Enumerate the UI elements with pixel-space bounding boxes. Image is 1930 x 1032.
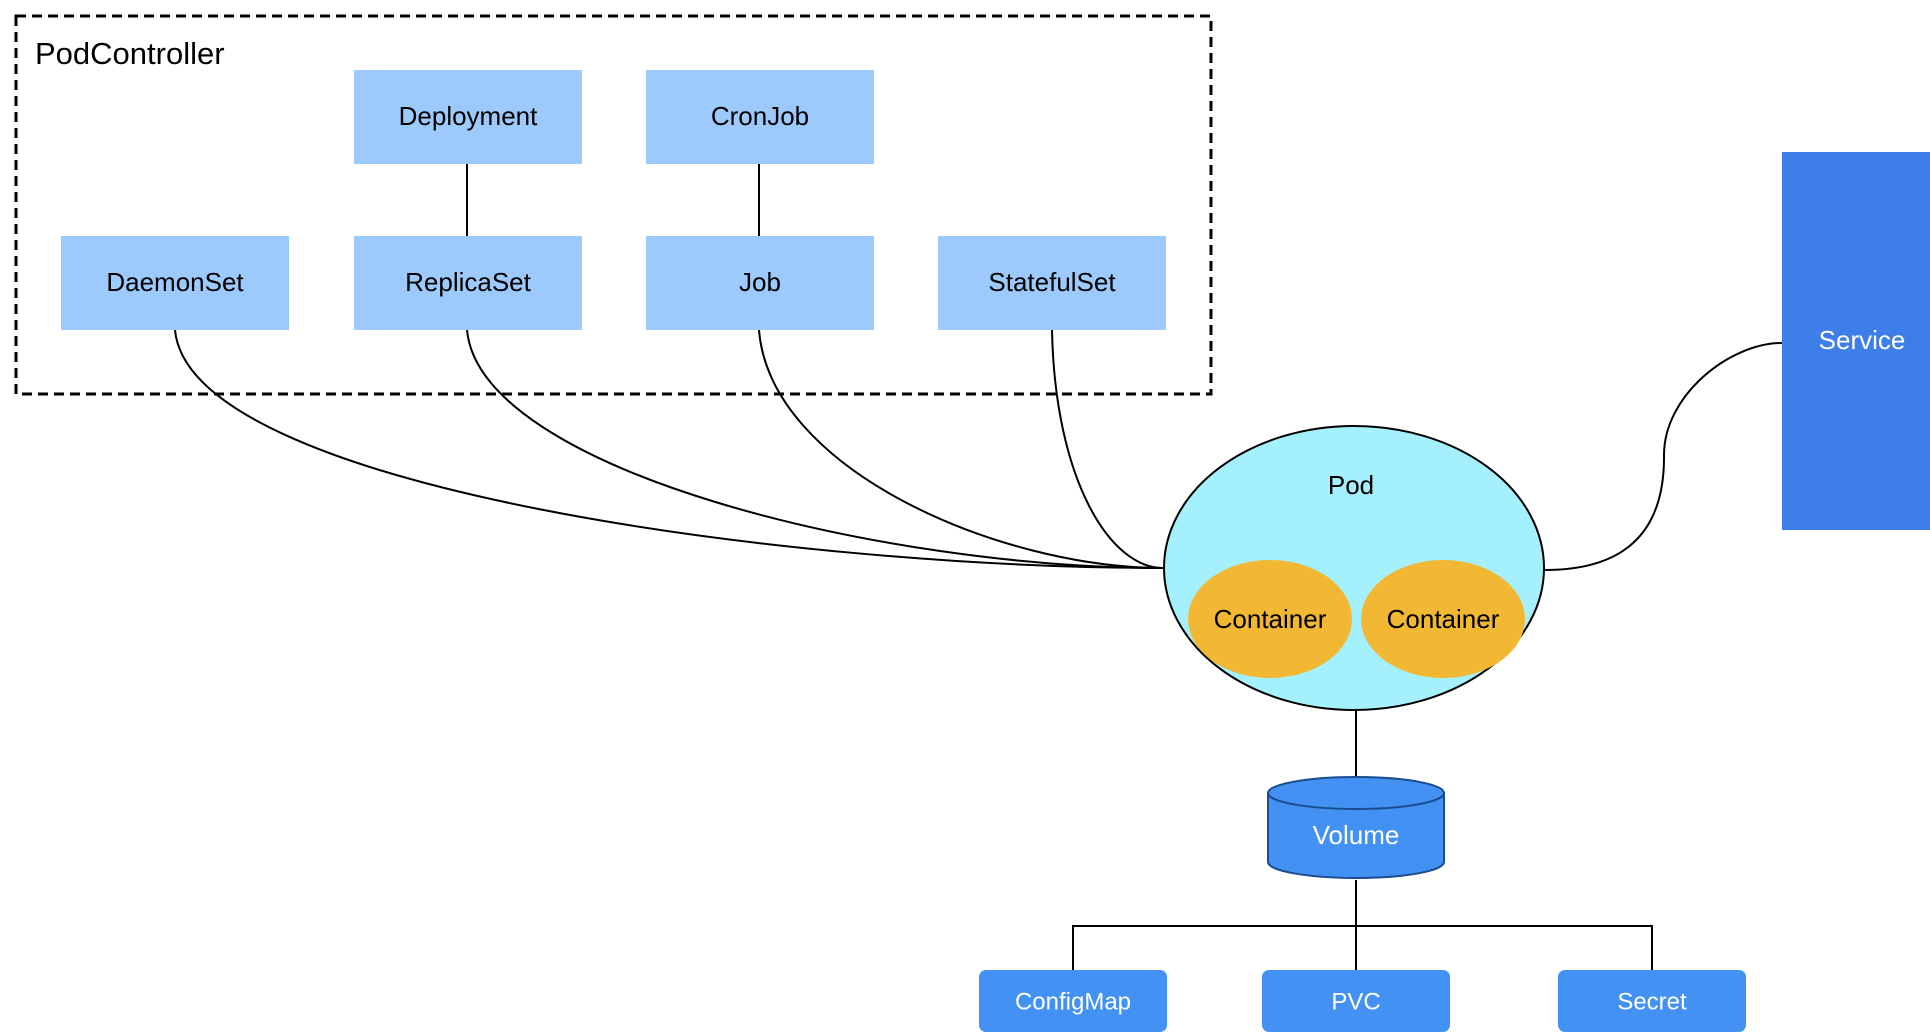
pod-service-connector [1544,342,1783,571]
replicaset-label: ReplicaSet [405,267,532,297]
volume-node[interactable]: Volume [1267,776,1445,879]
volume-cylinder-body [1267,792,1445,879]
statefulset-node[interactable]: StatefulSet [938,236,1166,330]
configmap-node[interactable]: ConfigMap [979,970,1167,1032]
cronjob-label: CronJob [711,101,809,131]
container-label-1: Container [1214,604,1327,634]
volume-cylinder-top [1267,776,1445,810]
cronjob-node[interactable]: CronJob [646,70,874,164]
job-node[interactable]: Job [646,236,874,330]
statefulset-pod-connector [1051,329,1164,569]
replicaset-pod-connector [466,329,1164,569]
deployment-node[interactable]: Deployment [354,70,582,164]
daemonset-pod-connector [174,329,1164,569]
configmap-label: ConfigMap [1015,988,1131,1015]
deployment-label: Deployment [399,101,539,131]
pvc-node[interactable]: PVC [1262,970,1450,1032]
pod-node[interactable]: Pod Container Container [1163,425,1545,711]
service-label: Service [1819,325,1906,355]
volume-label: Volume [1313,820,1400,850]
volume-sources-branch [1072,925,1653,972]
pod-controller-boundary [14,14,1213,396]
pod-label: Pod [1328,470,1374,500]
daemonset-label: DaemonSet [106,267,244,297]
statefulset-label: StatefulSet [988,267,1116,297]
job-pod-connector [758,329,1164,569]
service-node[interactable]: Service [1782,152,1930,530]
pvc-label: PVC [1331,988,1380,1015]
container-node-1[interactable]: Container [1188,560,1352,678]
job-label: Job [739,267,781,297]
pod-controller-title: PodController [35,36,225,71]
pod-controller-group: PodController Deployment CronJob DaemonS… [14,14,1213,396]
secret-label: Secret [1617,988,1687,1015]
replicaset-node[interactable]: ReplicaSet [354,236,582,330]
container-node-2[interactable]: Container [1361,560,1525,678]
daemonset-node[interactable]: DaemonSet [61,236,289,330]
secret-node[interactable]: Secret [1558,970,1746,1032]
container-label-2: Container [1387,604,1500,634]
